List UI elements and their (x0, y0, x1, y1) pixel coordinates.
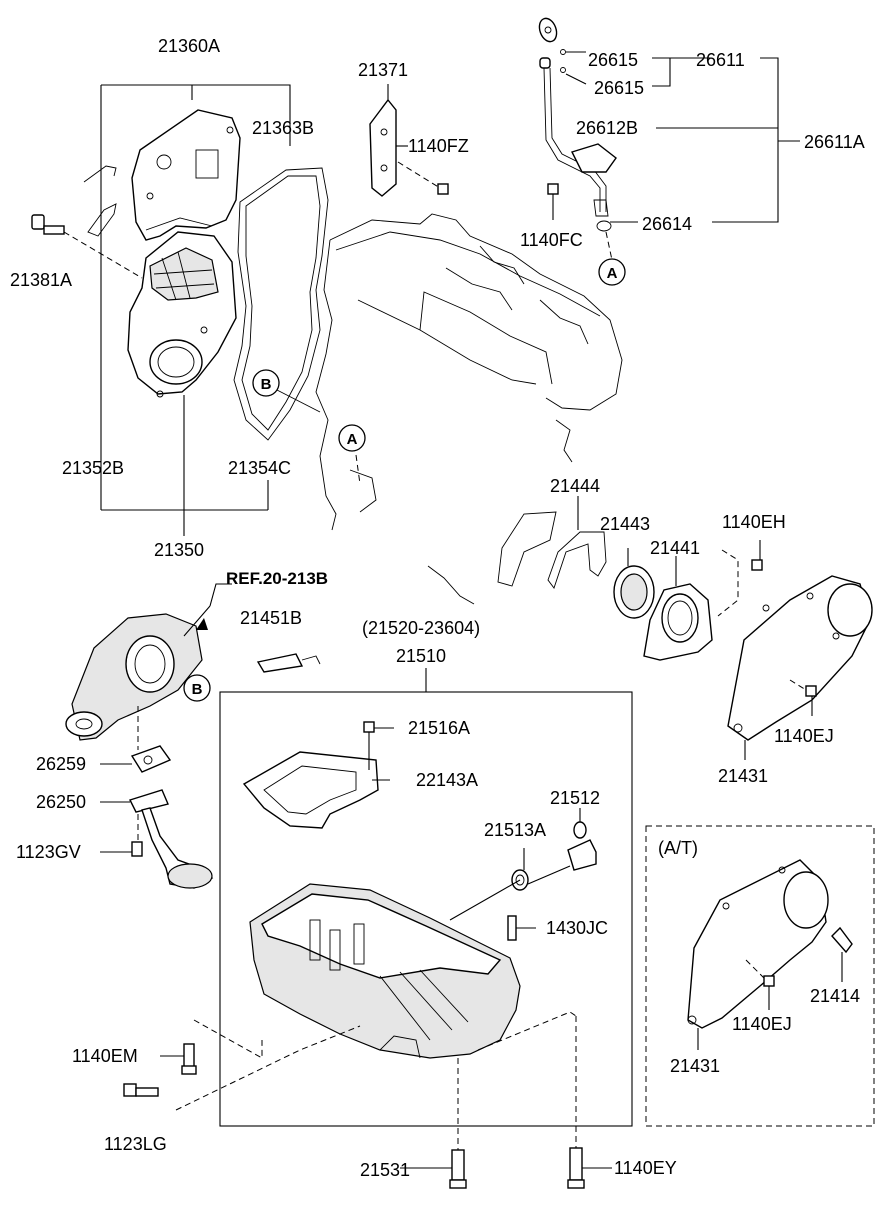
timing-cover-group (31, 84, 329, 536)
label-26250: 26250 (36, 792, 86, 812)
label-ref-20-213b: REF.20-213B (226, 569, 328, 588)
label-1123lg: 1123LG (104, 1134, 167, 1154)
bracket-21371 (369, 84, 449, 197)
label-21510: 21510 (396, 646, 446, 666)
at-box (645, 825, 875, 1127)
label-1123gv: 1123GV (16, 842, 81, 862)
label-26611: 26611 (696, 50, 745, 70)
label-1140fz: 1140FZ (408, 136, 469, 156)
label-22143a: 22143A (416, 770, 478, 790)
label-21360a: 21360A (158, 36, 220, 56)
label-21512: 21512 (550, 788, 600, 808)
callout-a-mid: A (338, 424, 366, 452)
label-21513a: 21513A (484, 820, 546, 840)
label-21431: 21431 (718, 766, 768, 786)
label-26615-lower: 26615 (594, 78, 644, 98)
svg-text:A: A (607, 265, 618, 282)
label-21516a: 21516A (408, 718, 470, 738)
label-26614: 26614 (642, 214, 692, 234)
cover-plate-21431 (727, 575, 873, 760)
callout-b-pump: B (183, 674, 211, 702)
label-at: (A/T) (658, 838, 698, 858)
engine-block (315, 213, 623, 605)
label-21350: 21350 (154, 540, 204, 560)
label-21451b: 21451B (240, 608, 302, 628)
label-1140ej: 1140EJ (774, 726, 834, 746)
callout-b-mid: B (252, 369, 280, 397)
svg-text:B: B (192, 681, 203, 698)
label-21352b: 21352B (62, 458, 124, 478)
label-21531: 21531 (360, 1160, 410, 1180)
label-1140ej-at: 1140EJ (732, 1014, 792, 1034)
label-21381a: 21381A (10, 270, 72, 290)
label-1140ey: 1140EY (614, 1158, 677, 1178)
label-range: (21520-23604) (362, 618, 480, 638)
label-21444: 21444 (550, 476, 600, 496)
gasket-strip-lower (87, 203, 117, 237)
label-21441: 21441 (650, 538, 700, 558)
label-21363b: 21363B (252, 118, 314, 138)
label-21431-at: 21431 (670, 1056, 720, 1076)
label-26612b: 26612B (576, 118, 638, 138)
oil-pan-box (123, 668, 633, 1189)
label-1140em: 1140EM (72, 1046, 138, 1066)
bolt-21381a (31, 214, 143, 279)
upper-timing-cover (131, 109, 241, 241)
label-1430jc: 1430JC (546, 918, 608, 938)
label-1140eh: 1140EH (722, 512, 786, 532)
dipstick-group (538, 17, 800, 261)
label-21354c: 21354C (228, 458, 291, 478)
callout-a-top: A (598, 258, 626, 286)
label-21414: 21414 (810, 986, 860, 1006)
label-1140fc: 1140FC (520, 230, 583, 250)
label-21443: 21443 (600, 514, 650, 534)
svg-text:A: A (347, 431, 358, 448)
oil-pump-group (65, 583, 321, 889)
svg-text:B: B (261, 376, 272, 393)
gasket-strip-upper (83, 165, 117, 183)
rear-seal-group (497, 496, 763, 661)
label-26611a: 26611A (804, 132, 865, 152)
label-21371: 21371 (358, 60, 408, 80)
timing-cover-gasket (233, 167, 329, 441)
label-26259: 26259 (36, 754, 86, 774)
label-26615-upper: 26615 (588, 50, 638, 70)
